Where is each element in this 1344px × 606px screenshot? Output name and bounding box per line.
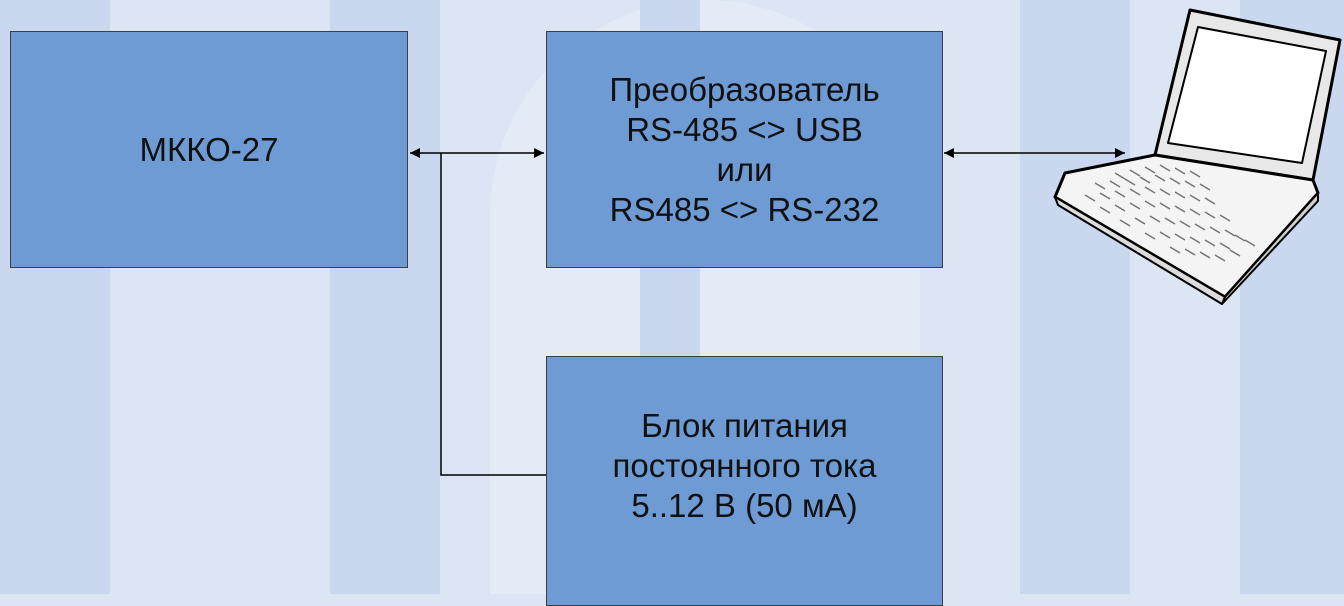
device-block-text: МККО-27: [140, 130, 279, 170]
power-block: Блок питания постоянного тока 5..12 В (5…: [546, 356, 943, 606]
power-block-line: 5..12 В (50 мА): [631, 487, 858, 524]
converter-block-line: RS-485 <> USB: [626, 110, 863, 148]
power-block-line: Блок питания: [641, 407, 848, 444]
power-line: [440, 153, 546, 476]
power-block-text: Блок питания постоянного тока 5..12 В (5…: [613, 406, 877, 526]
power-block-line: постоянного тока: [612, 447, 877, 484]
background-stripe: [1020, 0, 1130, 594]
converter-block-line: RS485 <> RS-232: [609, 190, 880, 228]
converter-block-line: Преобразователь: [609, 70, 880, 108]
converter-block: Преобразователь RS-485 <> USB или RS485 …: [546, 31, 943, 268]
converter-block-text: Преобразователь RS-485 <> USB или RS485 …: [609, 70, 879, 230]
device-block-line: МККО-27: [139, 130, 279, 168]
converter-block-line: или: [716, 150, 773, 188]
laptop-icon: [1053, 8, 1342, 305]
device-block: МККО-27: [10, 31, 408, 268]
